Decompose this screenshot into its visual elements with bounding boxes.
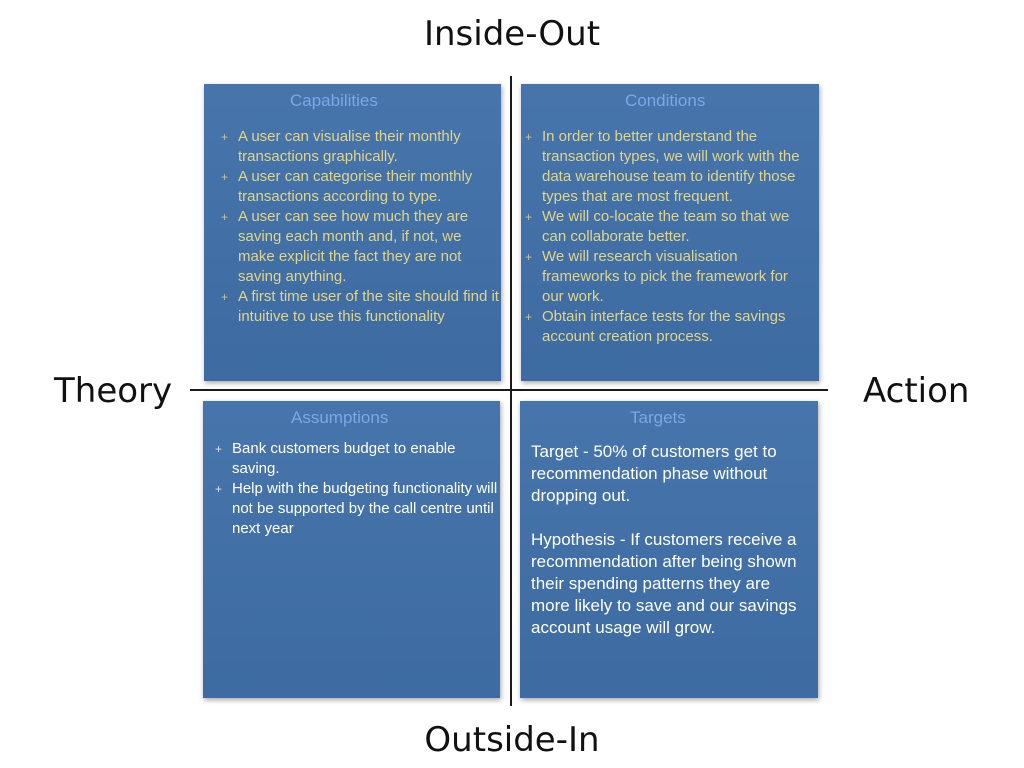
axis-label-bottom: Outside-In xyxy=(424,720,600,760)
plus-bullet-icon: + xyxy=(215,482,223,496)
list-item: + A user can visualise their monthly tran… xyxy=(221,127,500,167)
list-item: + We will co-locate the team so that we c… xyxy=(525,207,810,247)
axis-label-right: Action xyxy=(863,371,970,411)
quadrant-conditions: Conditions + In order to better understan… xyxy=(521,84,819,381)
list-item-text: In order to better understand the transa… xyxy=(542,128,800,205)
horizontal-axis-line xyxy=(190,389,828,391)
plus-bullet-icon: + xyxy=(221,130,229,144)
list-item: + A user can see how much they are saving… xyxy=(221,207,500,287)
assumptions-list: + Bank customers budget to enable saving.… xyxy=(215,439,498,539)
plus-bullet-icon: + xyxy=(221,290,229,304)
plus-bullet-icon: + xyxy=(525,130,533,144)
capabilities-list: + A user can visualise their monthly tran… xyxy=(221,127,500,327)
plus-bullet-icon: + xyxy=(215,442,223,456)
list-item: + A first time user of the site should fi… xyxy=(221,287,500,327)
list-item-text: Help with the budgeting functionality wi… xyxy=(232,480,498,537)
list-item: + Obtain interface tests for the savings … xyxy=(525,307,810,347)
plus-bullet-icon: + xyxy=(525,210,533,224)
list-item-text: A user can visualise their monthly trans… xyxy=(238,128,461,165)
list-item-text: A user can see how much they are saving … xyxy=(238,208,469,285)
conditions-list: + In order to better understand the trans… xyxy=(525,127,810,347)
quadrant-title-capabilities: Capabilities xyxy=(290,91,378,110)
list-item-text: A user can categorise their monthly tran… xyxy=(238,168,473,205)
quadrant-title-targets: Targets xyxy=(630,408,686,427)
list-item-text: Bank customers budget to enable saving. xyxy=(232,440,456,477)
list-item: + Bank customers budget to enable saving. xyxy=(215,439,498,479)
quadrant-targets: Targets Target - 50% of customers get to… xyxy=(520,401,818,698)
list-item-text: Obtain interface tests for the savings a… xyxy=(542,308,786,345)
list-item: + A user can categorise their monthly tra… xyxy=(221,167,500,207)
list-item-text: We will research visualisation framework… xyxy=(542,248,788,305)
list-item: + In order to better understand the trans… xyxy=(525,127,810,207)
plus-bullet-icon: + xyxy=(525,250,533,264)
list-item-text: We will co-locate the team so that we ca… xyxy=(542,208,790,245)
list-item: + We will research visualisation framewor… xyxy=(525,247,810,307)
quadrant-title-conditions: Conditions xyxy=(625,91,706,110)
list-item-text: A first time user of the site should fin… xyxy=(238,288,499,325)
quadrant-assumptions: Assumptions + Bank customers budget to en… xyxy=(203,401,500,698)
plus-bullet-icon: + xyxy=(221,170,229,184)
list-item: + Help with the budgeting functionality w… xyxy=(215,479,498,539)
quadrant-title-assumptions: Assumptions xyxy=(291,408,389,427)
axis-label-top: Inside-Out xyxy=(423,14,601,54)
hypothesis-paragraph: Hypothesis - If customers receive a reco… xyxy=(531,530,797,637)
target-paragraph: Target - 50% of customers get to recomme… xyxy=(531,442,777,505)
quadrant-capabilities: Capabilities + A user can visualise their… xyxy=(204,84,501,381)
axis-label-left: Theory xyxy=(54,371,173,411)
plus-bullet-icon: + xyxy=(221,210,229,224)
vertical-axis-line xyxy=(510,76,512,706)
plus-bullet-icon: + xyxy=(525,310,533,324)
